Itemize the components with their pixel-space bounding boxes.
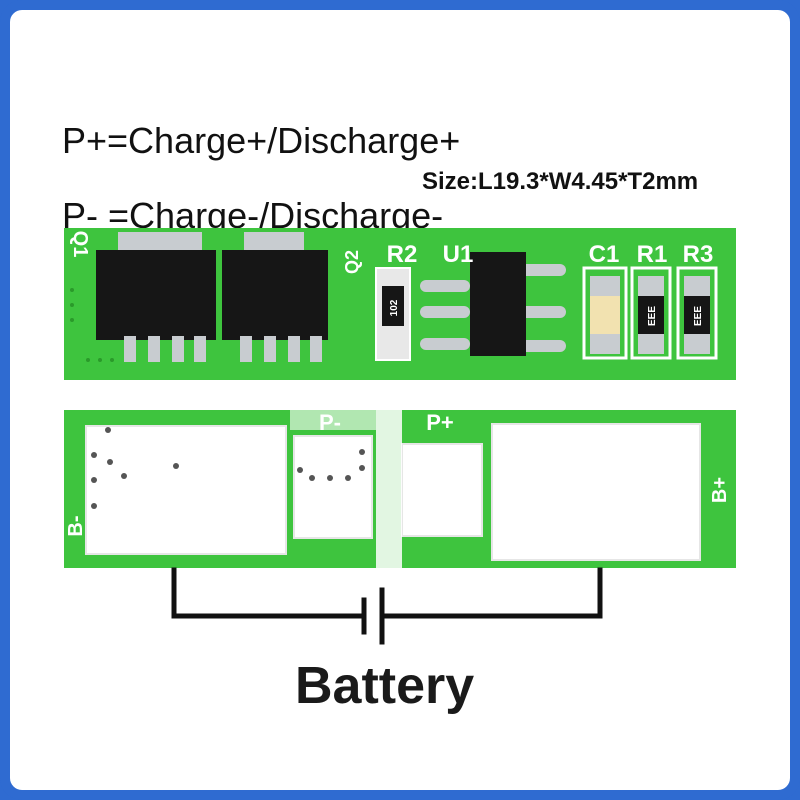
silk-b-plus: B+ bbox=[709, 477, 731, 503]
pad-p-plus bbox=[401, 443, 483, 537]
mosfet-q1 bbox=[96, 232, 216, 362]
pad-gap bbox=[376, 410, 402, 568]
wire-negative bbox=[171, 567, 365, 619]
resistor-r1 bbox=[630, 266, 672, 360]
p-plus-label: P+=Charge+/Discharge+ bbox=[62, 120, 461, 161]
silk-p-plus: P+ bbox=[426, 410, 454, 435]
via-holes bbox=[70, 288, 114, 362]
resistor-r3 bbox=[676, 266, 718, 360]
silk-r3: R3 bbox=[683, 241, 714, 268]
pad-b-plus bbox=[491, 423, 701, 561]
chip-marking-r2: 102 bbox=[389, 299, 400, 316]
battery-wiring bbox=[171, 567, 603, 645]
silk-q1: Q1 bbox=[69, 231, 91, 258]
silk-c1: C1 bbox=[589, 241, 620, 268]
silk-b-minus: B- bbox=[65, 515, 87, 536]
silk-r1: R1 bbox=[637, 241, 668, 268]
silk-u1: U1 bbox=[443, 241, 474, 268]
pad-vias bbox=[91, 427, 365, 509]
size-label: Size:L19.3*W4.45*T2mm bbox=[422, 168, 699, 195]
mosfet-q2 bbox=[222, 232, 328, 362]
pad-p-minus bbox=[293, 435, 373, 539]
silkscreen-top: Q1 Q2 R2 U1 C1 R1 R3 bbox=[69, 231, 713, 274]
board-top: 102 bbox=[64, 228, 736, 380]
ic-u1 bbox=[420, 252, 566, 356]
battery-label: Battery bbox=[295, 657, 475, 715]
capacitor-c1 bbox=[582, 266, 628, 360]
silkscreen-bottom: P- P+ B- B+ bbox=[65, 410, 731, 537]
silk-r2: R2 bbox=[387, 241, 418, 268]
chip-marking-r1: EEE bbox=[647, 306, 658, 326]
pad-gap-top bbox=[290, 410, 376, 430]
board-bottom: P- P+ B- B+ bbox=[64, 410, 736, 568]
pad-b-minus bbox=[85, 425, 287, 555]
wire-positive bbox=[381, 567, 603, 619]
silk-q2: Q2 bbox=[342, 250, 362, 274]
silk-p-minus: P- bbox=[319, 410, 341, 435]
resistor-r2 bbox=[375, 267, 411, 361]
chip-marking-r3: EEE bbox=[693, 306, 704, 326]
diagram-canvas: 102 bbox=[64, 228, 736, 645]
